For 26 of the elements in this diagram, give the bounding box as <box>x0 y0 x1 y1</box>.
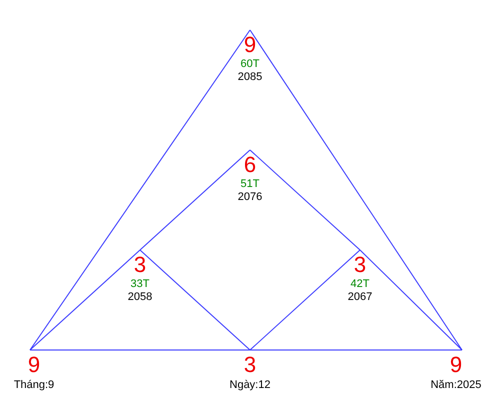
connector-line <box>360 250 462 350</box>
number-label: 6 <box>244 154 256 176</box>
date-label: Tháng:9 <box>14 379 54 392</box>
year-label: 2076 <box>238 191 262 204</box>
date-label: Năm:2025 <box>430 379 482 392</box>
number-label: 3 <box>354 254 366 276</box>
connector-line <box>30 250 140 350</box>
year-label: 2085 <box>238 71 262 84</box>
connector-line <box>140 250 250 350</box>
number-label: 3 <box>244 354 256 376</box>
connector-line <box>250 30 462 350</box>
age-label: 33T <box>130 278 150 291</box>
age-label: 51T <box>240 178 260 191</box>
year-label: 2067 <box>348 291 372 304</box>
number-label: 9 <box>244 34 256 56</box>
connector-line <box>250 250 360 350</box>
year-label: 2058 <box>128 291 152 304</box>
number-label: 9 <box>28 354 40 376</box>
connector-line <box>250 150 360 250</box>
age-label: 42T <box>350 278 370 291</box>
connector-line <box>30 30 250 350</box>
connector-line <box>140 150 250 250</box>
number-label: 9 <box>450 354 462 376</box>
date-label: Ngày:12 <box>230 379 270 392</box>
number-label: 3 <box>134 254 146 276</box>
age-label: 60T <box>240 58 260 71</box>
